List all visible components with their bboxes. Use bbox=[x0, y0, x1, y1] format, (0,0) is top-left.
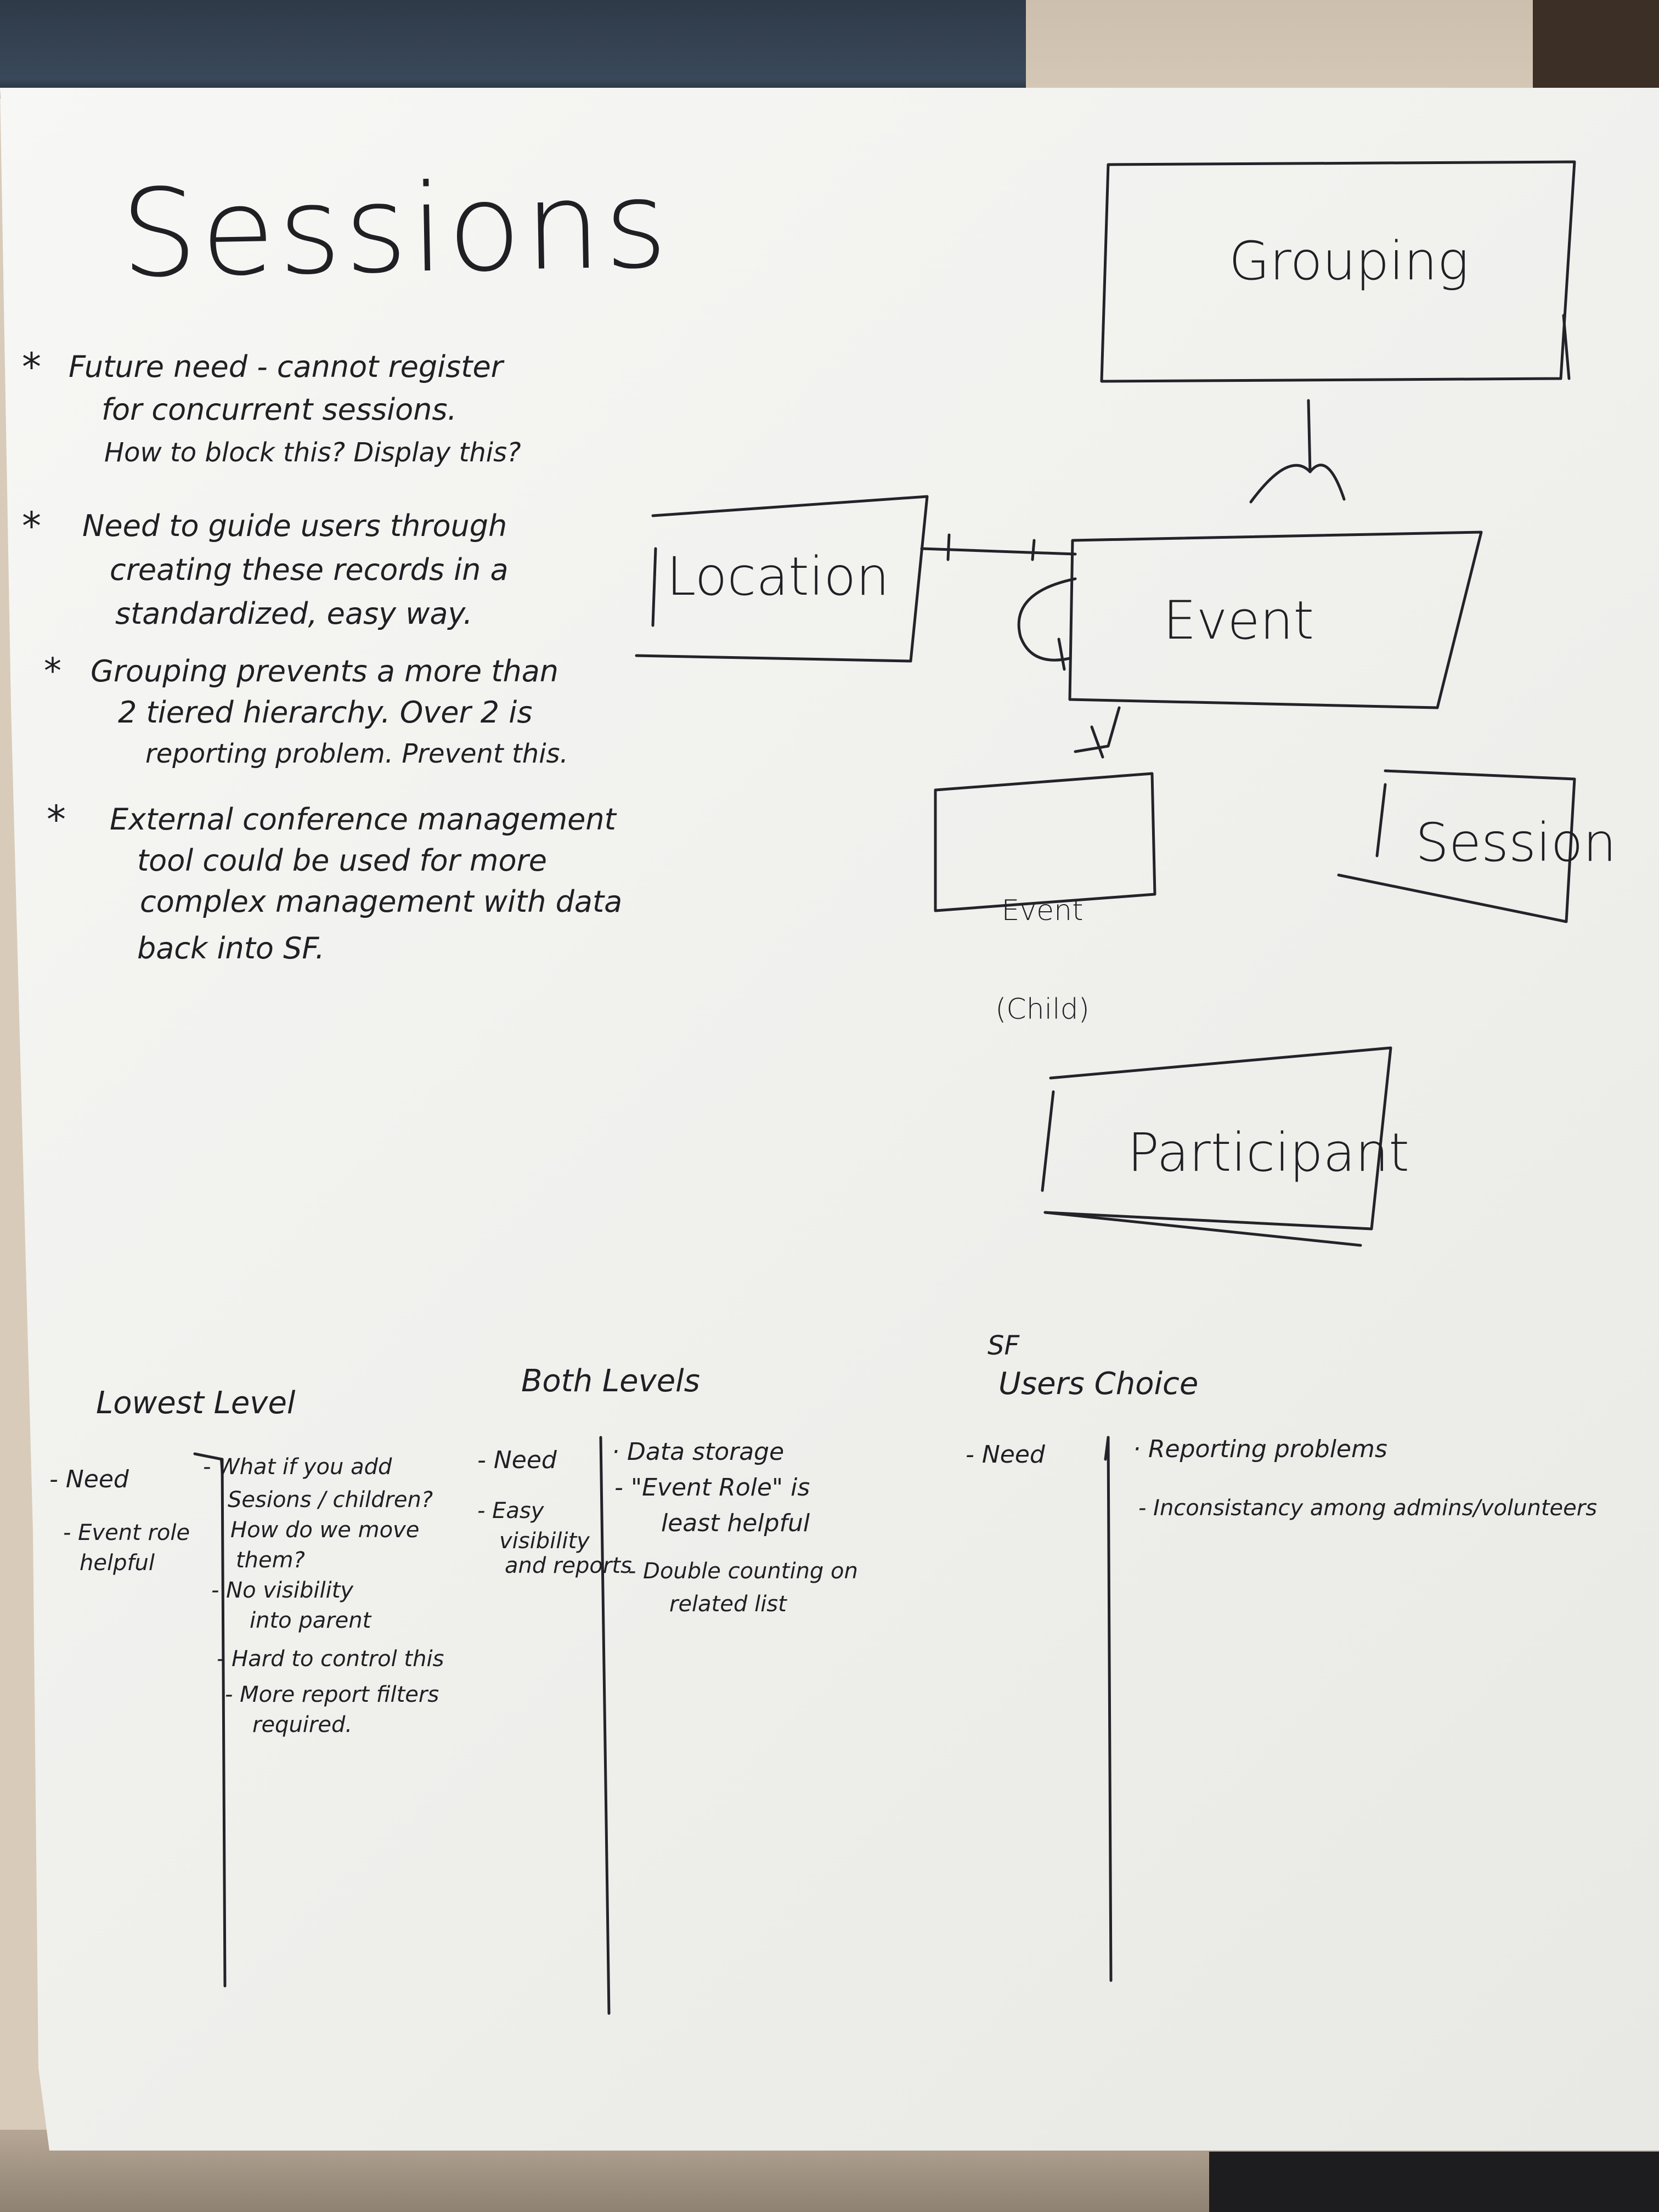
both-right-line-4: - Double counting on bbox=[628, 1559, 858, 1584]
lowest-left-line-3: helpful bbox=[80, 1550, 155, 1576]
sf-left-line-1: - Need bbox=[966, 1441, 1045, 1469]
event-child-line-2: (Child) bbox=[995, 993, 1090, 1026]
note-4-line-4: back into SF. bbox=[137, 931, 325, 966]
page-title: Sessions bbox=[119, 154, 672, 304]
note-4-line-2: tool could be used for more bbox=[137, 843, 547, 878]
lowest-right-line-4: them? bbox=[236, 1548, 305, 1573]
lowest-right-line-2: Sesions / children? bbox=[228, 1487, 433, 1513]
event-child-label: Event (Child) bbox=[988, 828, 1097, 1059]
lowest-right-line-9: required. bbox=[252, 1712, 353, 1737]
both-left-line-4: and reports bbox=[505, 1553, 632, 1578]
note-4-bullet: * bbox=[47, 797, 66, 842]
lowest-left-line-2: - Event role bbox=[63, 1520, 190, 1545]
lowest-right-line-3: How do we move bbox=[230, 1517, 420, 1543]
both-right-line-5: related list bbox=[669, 1592, 787, 1617]
column-lowest-heading: Lowest Level bbox=[96, 1385, 296, 1421]
sf-right-line-2: - Inconsistancy among admins/volunteers bbox=[1138, 1496, 1598, 1521]
note-2-bullet: * bbox=[22, 504, 41, 549]
column-sf-heading-top: SF bbox=[988, 1330, 1020, 1361]
lowest-right-line-8: - More report filters bbox=[225, 1682, 439, 1707]
note-3-bullet: * bbox=[44, 651, 61, 692]
floor-shadow bbox=[1209, 2152, 1659, 2212]
sf-right-line-1: · Reporting problems bbox=[1133, 1435, 1387, 1463]
both-right-line-1: · Data storage bbox=[612, 1438, 785, 1466]
lowest-left-line-1: - Need bbox=[49, 1465, 129, 1493]
participant-label: Participant bbox=[1127, 1122, 1409, 1183]
note-4-line-1: External conference management bbox=[110, 802, 616, 837]
lowest-right-line-7: - Hard to control this bbox=[217, 1646, 444, 1672]
note-3-line-3: reporting problem. Prevent this. bbox=[145, 738, 568, 769]
lowest-right-line-1: - What if you add bbox=[203, 1454, 392, 1480]
grouping-label: Grouping bbox=[1229, 230, 1469, 292]
note-1-line-1: Future need - cannot register bbox=[69, 349, 503, 384]
column-both-heading: Both Levels bbox=[521, 1363, 700, 1399]
lowest-right-line-5: - No visibility bbox=[211, 1578, 354, 1603]
column-sf-heading: Users Choice bbox=[998, 1366, 1199, 1402]
both-left-line-1: - Need bbox=[477, 1446, 557, 1474]
note-1-line-3: How to block this? Display this? bbox=[104, 437, 521, 468]
note-3-line-2: 2 tiered hierarchy. Over 2 is bbox=[118, 695, 533, 730]
both-right-line-3: least helpful bbox=[661, 1509, 810, 1537]
event-child-line-1: Event bbox=[1001, 894, 1084, 927]
note-4-line-3: complex management with data bbox=[140, 884, 623, 919]
session-label: Session bbox=[1415, 812, 1617, 873]
both-left-line-3: visibility bbox=[499, 1528, 590, 1554]
binder-top bbox=[0, 0, 1026, 99]
note-2-line-2: creating these records in a bbox=[110, 552, 509, 587]
both-right-line-2: - "Event Role" is bbox=[614, 1474, 810, 1502]
note-1-bullet: * bbox=[22, 345, 41, 390]
note-1-line-2: for concurrent sessions. bbox=[101, 392, 457, 427]
lowest-right-line-6: into parent bbox=[250, 1608, 371, 1633]
both-left-line-2: - Easy bbox=[477, 1498, 544, 1523]
note-3-line-1: Grouping prevents a more than bbox=[91, 654, 559, 689]
location-label: Location bbox=[667, 546, 890, 607]
note-2-line-1: Need to guide users through bbox=[82, 509, 507, 543]
note-2-line-3: standardized, easy way. bbox=[115, 596, 473, 631]
event-label: Event bbox=[1163, 590, 1314, 651]
